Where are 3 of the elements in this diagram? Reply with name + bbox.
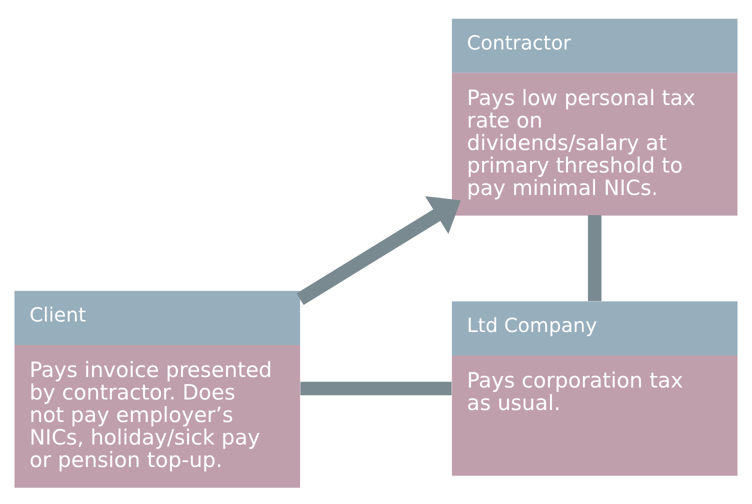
connector [588,214,602,301]
arrow [296,196,461,304]
connector [300,381,452,395]
